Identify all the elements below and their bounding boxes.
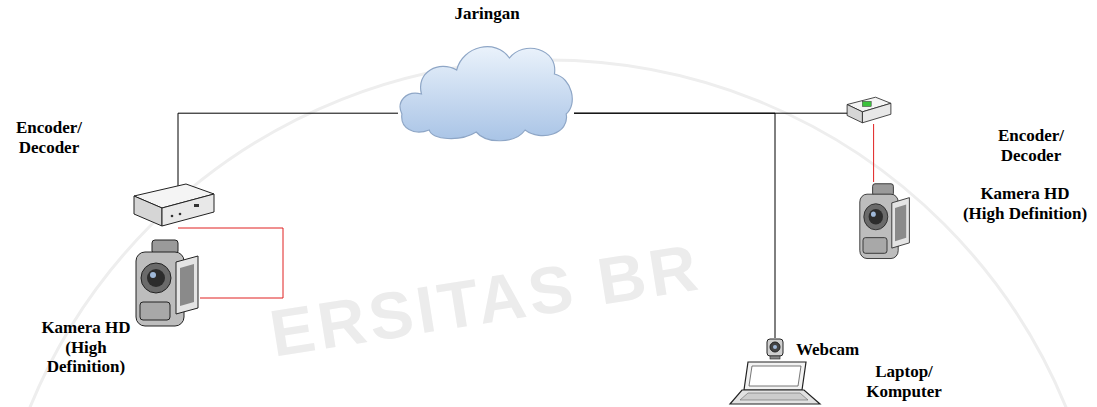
hd-camera: Kamera HD (High Definition) <box>855 182 911 262</box>
device-label: Kamera HD (High Definition) <box>959 184 1091 223</box>
network-cloud-shape <box>398 34 574 144</box>
encoder-decoder-shape <box>846 96 892 124</box>
laptop-computer: Laptop/ Komputer <box>728 360 823 405</box>
network-link <box>178 113 398 196</box>
hd-camera-shape <box>855 182 911 262</box>
hd-camera-shape <box>130 238 200 330</box>
webcam: Webcam <box>766 338 784 360</box>
laptop-computer-shape <box>728 360 823 405</box>
device-label: Encoder/ Decoder <box>8 118 90 157</box>
device-label: Jaringan <box>442 4 532 24</box>
encoder-decoder: Encoder/ Decoder <box>132 182 216 228</box>
device-label: Webcam <box>796 340 886 360</box>
watermark-text: ERSITAS BR <box>265 228 706 371</box>
device-label: Laptop/ Komputer <box>858 362 950 401</box>
device-label: Kamera HD (High Definition) <box>38 318 134 377</box>
encoder-decoder: Encoder/ Decoder <box>846 96 892 124</box>
network-cloud: Jaringan <box>398 34 574 144</box>
webcam-shape <box>766 338 784 360</box>
device-label: Encoder/ Decoder <box>972 126 1090 165</box>
encoder-decoder-shape <box>132 182 216 228</box>
video-cable <box>873 124 874 182</box>
hd-camera: Kamera HD (High Definition) <box>130 238 200 330</box>
